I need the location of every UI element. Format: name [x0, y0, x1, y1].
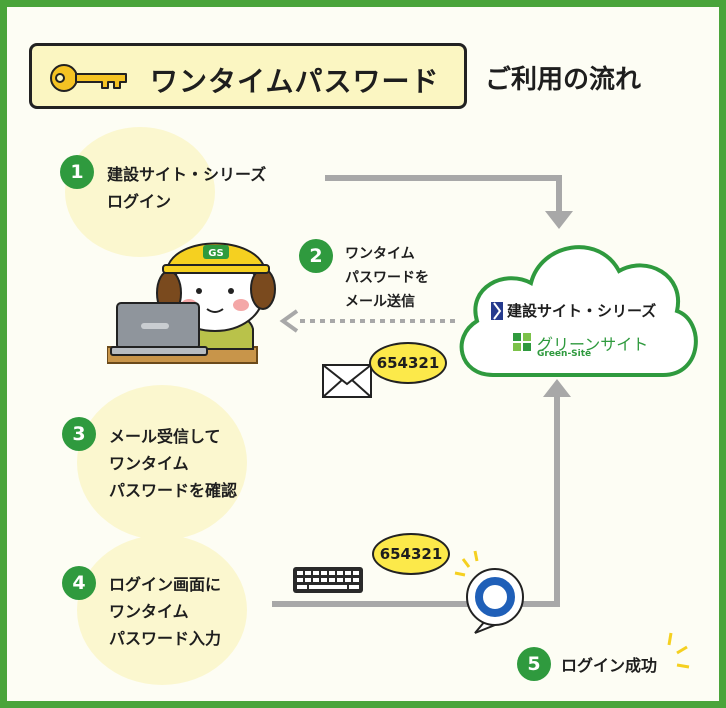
- mail-code-bubble: 654321: [369, 342, 447, 384]
- service-logo-icon: [491, 302, 503, 320]
- keyboard-icon: [293, 567, 363, 593]
- title-sub: ご利用の流れ: [485, 65, 642, 95]
- step-1-label: 建設サイト・シリーズ ログイン: [107, 165, 267, 211]
- arrow-head-left: [279, 309, 299, 333]
- step-3-badge: 3: [62, 417, 96, 451]
- title-box: ワンタイムパスワード: [29, 43, 467, 109]
- arrow-head-up: [543, 379, 571, 397]
- step-4-label: ログイン画面に ワンタイム パスワード入力: [109, 575, 222, 648]
- step-3-label: メール受信して ワンタイム パスワードを確認: [109, 427, 238, 500]
- step-4-highlight: [77, 535, 247, 685]
- step-2-label: ワンタイム パスワードを メール送信: [345, 246, 429, 310]
- title-main: ワンタイムパスワード: [150, 65, 440, 98]
- step-5-label: ログイン成功: [561, 656, 658, 675]
- step-3-highlight: [77, 385, 247, 540]
- mascot-icon: GS: [107, 242, 276, 364]
- step-5-badge: 5: [517, 647, 551, 681]
- sparkle-icon: [454, 550, 479, 577]
- green-site-logo-icon: [513, 333, 531, 351]
- flow-arrows: [272, 175, 573, 607]
- step-4-badge: 4: [62, 566, 96, 600]
- success-ring-icon: [454, 550, 524, 634]
- mascot-cap-text: GS: [208, 248, 223, 259]
- step-1-badge: 1: [60, 155, 94, 189]
- envelope-icon: [322, 364, 372, 398]
- arrow-head-down: [545, 211, 573, 229]
- step-2-badge: 2: [299, 239, 333, 273]
- cloud-service-name: 建設サイト・シリーズ: [507, 302, 657, 320]
- sparkle-icon: [667, 632, 690, 669]
- arrow-step1-to-cloud: [325, 175, 562, 217]
- input-code-bubble: 654321: [372, 533, 450, 575]
- cloud-brand-name: グリーンサイト: [537, 335, 649, 354]
- cloud-brand-sub: Green-Site: [537, 349, 592, 359]
- laptop-icon: [110, 302, 208, 356]
- key-icon: [50, 64, 127, 92]
- step-1-highlight: [65, 127, 215, 257]
- arrow-input-to-cloud: [272, 393, 560, 607]
